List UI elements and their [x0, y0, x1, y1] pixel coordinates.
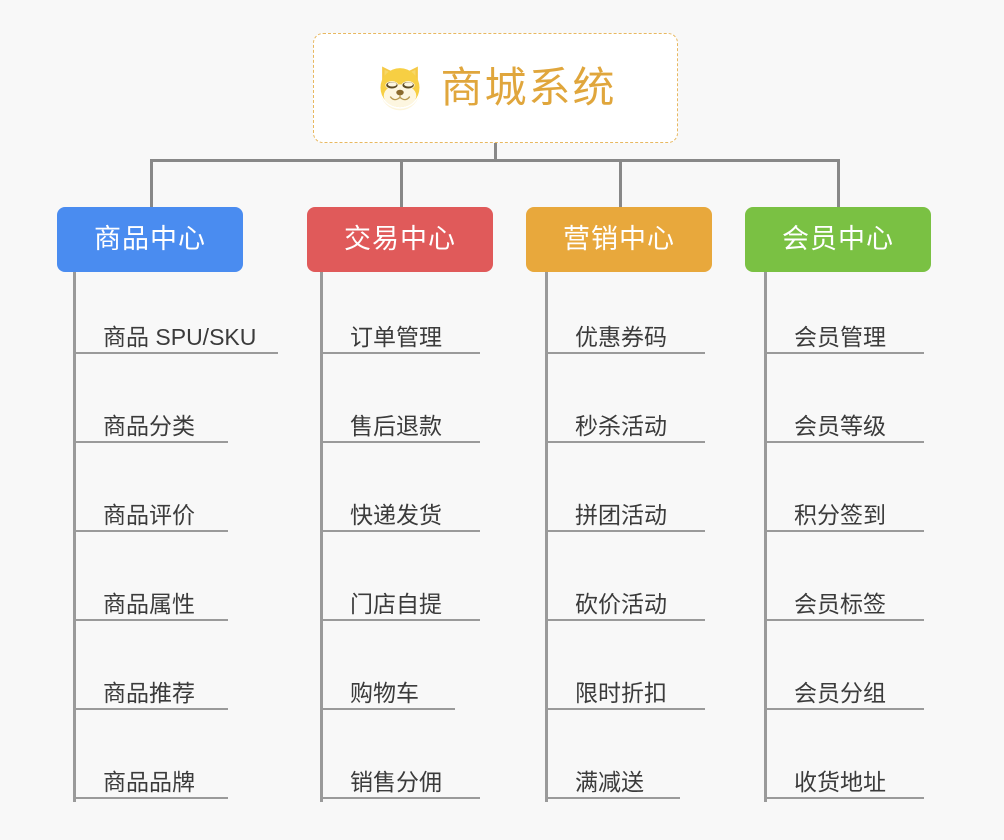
- leaf-item[interactable]: 商品推荐: [73, 650, 228, 710]
- branch-box-1[interactable]: 商品中心: [57, 207, 243, 272]
- connector-drop-4: [837, 159, 840, 209]
- leaf-item-label: 商品 SPU/SKU: [103, 323, 257, 350]
- connector-root-stem: [494, 143, 497, 162]
- leaf-item-label: 订单管理: [350, 323, 442, 350]
- leaf-item[interactable]: 商品属性: [73, 561, 228, 621]
- leaf-item[interactable]: 拼团活动: [545, 472, 705, 532]
- leaf-item[interactable]: 商品评价: [73, 472, 228, 532]
- branch-label-2: 交易中心: [344, 224, 456, 254]
- leaf-item-label: 会员管理: [794, 323, 886, 350]
- branch-label-4: 会员中心: [782, 224, 894, 254]
- leaf-item-label: 收货地址: [794, 768, 886, 795]
- leaf-item-label: 快递发货: [350, 501, 442, 528]
- leaf-item-label: 购物车: [350, 679, 419, 706]
- column-spine-3: [545, 272, 548, 802]
- leaf-item[interactable]: 收货地址: [764, 739, 924, 799]
- leaf-item[interactable]: 满减送: [545, 739, 680, 799]
- leaf-item-label: 门店自提: [350, 590, 442, 617]
- leaf-item-label: 商品品牌: [103, 768, 195, 795]
- leaf-item[interactable]: 会员等级: [764, 383, 924, 443]
- leaf-item[interactable]: 砍价活动: [545, 561, 705, 621]
- leaf-item-label: 商品属性: [103, 590, 195, 617]
- leaf-item-label: 会员标签: [794, 590, 886, 617]
- leaf-item-label: 会员分组: [794, 679, 886, 706]
- leaf-item[interactable]: 订单管理: [320, 294, 480, 354]
- leaf-item-label: 满减送: [575, 768, 644, 795]
- leaf-item-label: 拼团活动: [575, 501, 667, 528]
- leaf-item[interactable]: 优惠券码: [545, 294, 705, 354]
- leaf-item[interactable]: 积分签到: [764, 472, 924, 532]
- leaf-item[interactable]: 秒杀活动: [545, 383, 705, 443]
- leaf-item-label: 商品推荐: [103, 679, 195, 706]
- connector-drop-2: [400, 159, 403, 209]
- branch-box-3[interactable]: 营销中心: [526, 207, 712, 272]
- leaf-item[interactable]: 商品品牌: [73, 739, 228, 799]
- leaf-item[interactable]: 购物车: [320, 650, 455, 710]
- leaf-item-label: 砍价活动: [575, 590, 667, 617]
- leaf-item[interactable]: 商品 SPU/SKU: [73, 294, 278, 354]
- leaf-item-label: 会员等级: [794, 412, 886, 439]
- column-spine-2: [320, 272, 323, 802]
- leaf-item-label: 商品评价: [103, 501, 195, 528]
- leaf-item-label: 优惠券码: [575, 323, 667, 350]
- connector-horizontal-bus: [150, 159, 840, 162]
- leaf-item-label: 秒杀活动: [575, 412, 667, 439]
- leaf-item[interactable]: 门店自提: [320, 561, 480, 621]
- connector-drop-3: [619, 159, 622, 209]
- connector-drop-1: [150, 159, 153, 209]
- leaf-item-label: 售后退款: [350, 412, 442, 439]
- branch-label-1: 商品中心: [94, 224, 206, 254]
- leaf-item[interactable]: 商品分类: [73, 383, 228, 443]
- leaf-item-label: 销售分佣: [350, 768, 442, 795]
- leaf-item[interactable]: 限时折扣: [545, 650, 705, 710]
- leaf-item[interactable]: 会员分组: [764, 650, 924, 710]
- leaf-item-label: 商品分类: [103, 412, 195, 439]
- column-spine-1: [73, 272, 76, 802]
- branch-box-2[interactable]: 交易中心: [307, 207, 493, 272]
- leaf-item[interactable]: 快递发货: [320, 472, 480, 532]
- root-node[interactable]: 商城系统: [313, 33, 678, 143]
- leaf-item[interactable]: 售后退款: [320, 383, 480, 443]
- leaf-item-label: 限时折扣: [575, 679, 667, 706]
- shiba-dog-face-icon: [374, 60, 426, 117]
- leaf-item-label: 积分签到: [794, 501, 886, 528]
- root-title: 商城系统: [440, 64, 617, 111]
- leaf-item[interactable]: 会员标签: [764, 561, 924, 621]
- branch-label-3: 营销中心: [563, 224, 675, 254]
- leaf-item[interactable]: 会员管理: [764, 294, 924, 354]
- branch-box-4[interactable]: 会员中心: [745, 207, 931, 272]
- column-spine-4: [764, 272, 767, 802]
- leaf-item[interactable]: 销售分佣: [320, 739, 480, 799]
